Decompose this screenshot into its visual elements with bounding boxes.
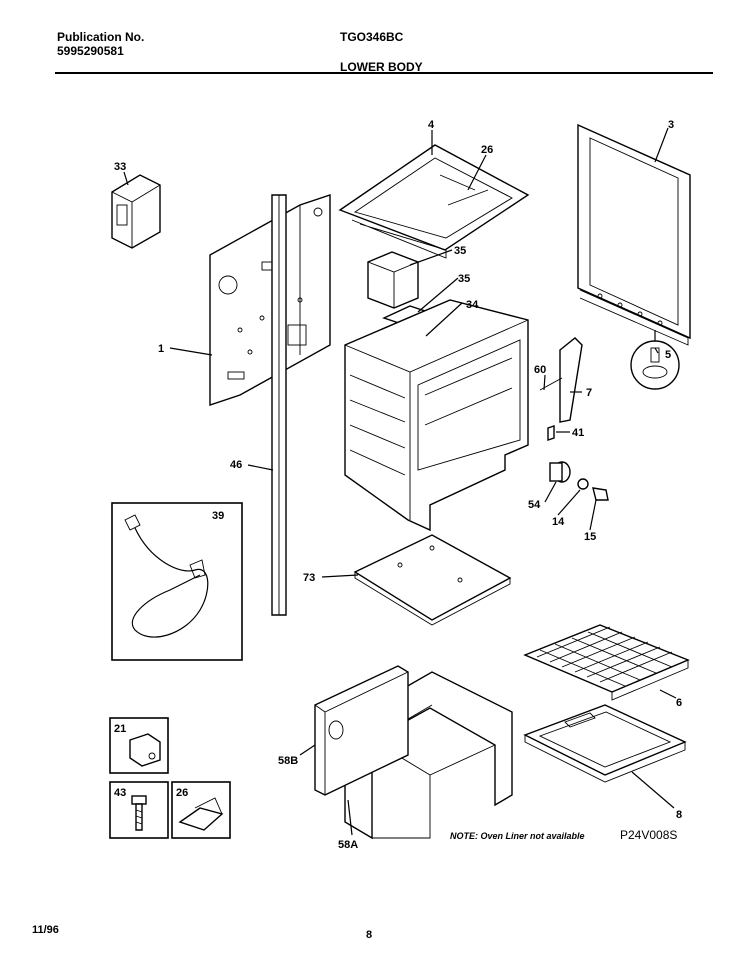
callout-35-upper: 35 [454, 245, 466, 257]
oven-liner-note: NOTE: Oven Liner not available [450, 831, 585, 841]
leader-lines [123, 127, 677, 836]
callout-46: 46 [230, 459, 242, 471]
callout-8: 8 [676, 809, 682, 821]
drawing-code: P24V008S [620, 828, 677, 842]
callout-7: 7 [586, 387, 592, 399]
callout-43: 43 [114, 787, 126, 799]
footer-page-number: 8 [366, 929, 373, 941]
callout-14: 14 [552, 516, 565, 528]
publication-number: 5995290581 [57, 44, 124, 58]
footer-date: 11/96 [32, 924, 59, 936]
part-8-drawing [523, 704, 687, 783]
callout-26-top: 26 [481, 144, 493, 156]
callout-1: 1 [158, 343, 164, 355]
model-number: TGO346BC [340, 30, 404, 44]
publication-label: Publication No. [57, 30, 145, 44]
callout-60: 60 [534, 364, 546, 376]
part-33-drawing [111, 174, 161, 249]
callout-35-lower: 35 [458, 273, 470, 285]
part-3-drawing [577, 123, 691, 346]
part-39-drawing [111, 502, 243, 661]
callout-73: 73 [303, 572, 315, 584]
callout-4: 4 [428, 119, 435, 131]
part-43-drawing [109, 781, 169, 839]
callout-34: 34 [466, 299, 479, 311]
part-54-drawing [549, 461, 571, 483]
callout-58a: 58A [338, 839, 358, 851]
part-21-drawing [109, 717, 169, 774]
callout-3: 3 [668, 119, 674, 131]
callout-58b: 58B [278, 755, 298, 767]
callout-5: 5 [665, 349, 671, 361]
part-58b-drawing [314, 665, 409, 796]
callout-33: 33 [114, 161, 126, 173]
section-title: LOWER BODY [340, 60, 423, 74]
part-5-drawing [630, 330, 680, 390]
part-26-box-drawing [171, 781, 231, 839]
part-15-drawing [592, 487, 609, 501]
callout-21: 21 [114, 723, 126, 735]
callout-39: 39 [212, 510, 224, 522]
oven-body-drawing [344, 299, 529, 532]
callout-6: 6 [676, 697, 682, 709]
callout-54: 54 [528, 499, 541, 511]
callout-41: 41 [572, 427, 584, 439]
part-36-drawing [367, 251, 419, 309]
part-46-drawing [271, 194, 287, 616]
part-1-drawing [209, 194, 331, 406]
part-7-drawing [539, 337, 583, 441]
part-4-drawing [338, 144, 530, 259]
callout-26-box: 26 [176, 787, 188, 799]
part-6-drawing [523, 624, 690, 701]
header-rule [55, 72, 713, 74]
callout-15: 15 [584, 531, 596, 543]
part-73-drawing [353, 534, 512, 626]
part-14-drawing [577, 478, 589, 490]
